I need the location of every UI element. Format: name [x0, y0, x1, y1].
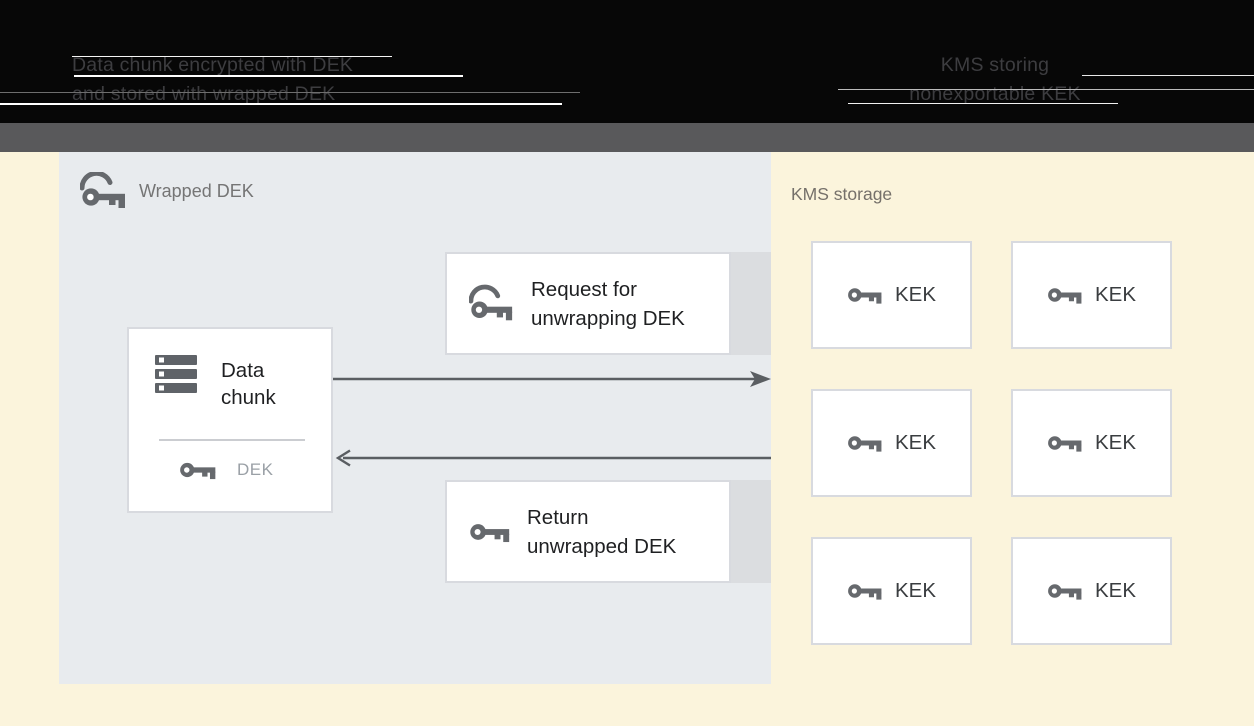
key-icon	[848, 288, 882, 304]
kek-box: KEK	[1011, 241, 1172, 349]
kms-storage-title: KMS storage	[791, 184, 893, 204]
header-caption-right-line1: KMS storing	[940, 54, 1050, 76]
divider-bar	[0, 123, 1254, 152]
request-label-line2: unwrapping DEK	[531, 306, 685, 330]
data-chunk-label-line1: Data	[221, 359, 265, 382]
key-icon	[848, 584, 882, 600]
request-unwrap-label: Request for unwrapping DEK	[531, 275, 685, 333]
header-caption-left: Data chunk encrypted with DEK and stored…	[72, 51, 353, 109]
kek-box: KEK	[1011, 537, 1172, 645]
diagram-body: Wrapped DEK Data chunk	[0, 152, 1254, 726]
kek-label: KEK	[894, 283, 937, 306]
kek-label: KEK	[1094, 431, 1137, 454]
header-caption-left-line2: and stored with wrapped DEK	[72, 83, 336, 105]
key-icon	[1048, 288, 1082, 304]
kek-box: KEK	[1011, 389, 1172, 497]
data-chunk-label: Data chunk	[221, 355, 276, 411]
glitch-line	[838, 89, 1254, 90]
dek-row: DEK	[179, 457, 273, 483]
kek-label: KEK	[894, 431, 937, 454]
request-label-line1: Request for	[531, 277, 637, 301]
request-box-edge-strip	[731, 252, 771, 355]
wrapped-key-icon	[80, 172, 128, 210]
kek-label: KEK	[1094, 579, 1137, 602]
kek-box: KEK	[811, 537, 972, 645]
glitch-line	[74, 75, 463, 77]
key-icon	[848, 436, 882, 452]
data-chunk-box: Data chunk DEK	[127, 327, 333, 513]
header-caption-right: KMS storing nonexportable KEK	[865, 51, 1125, 109]
wrapped-dek-panel: Wrapped DEK Data chunk	[59, 152, 771, 684]
header-caption-right-line2: nonexportable KEK	[909, 83, 1081, 105]
data-chunk-label-line2: chunk	[221, 386, 276, 409]
wrapped-dek-title: Wrapped DEK	[139, 180, 254, 201]
kek-label: KEK	[894, 579, 937, 602]
data-chunk-row: Data chunk	[155, 355, 276, 411]
header-caption-left-line1: Data chunk encrypted with DEK	[72, 54, 354, 76]
key-icon	[1048, 436, 1082, 452]
data-chunk-icon	[155, 355, 197, 393]
kek-label: KEK	[1094, 283, 1137, 306]
glitch-line	[1082, 75, 1254, 76]
kek-box: KEK	[811, 241, 972, 349]
glitch-line	[848, 103, 1118, 104]
request-arrow-right-icon	[333, 371, 771, 387]
request-unwrap-box: Request for unwrapping DEK	[445, 252, 731, 355]
dek-label: DEK	[237, 460, 274, 479]
key-icon	[180, 462, 216, 480]
data-chunk-divider	[159, 439, 305, 441]
return-label-line1: Return	[527, 505, 589, 529]
return-unwrapped-box: Return unwrapped DEK	[445, 480, 731, 583]
return-box-edge-strip	[731, 480, 771, 583]
return-label-line2: unwrapped DEK	[527, 534, 677, 558]
wrapped-key-icon	[469, 283, 515, 325]
glitch-line	[72, 56, 392, 57]
key-icon	[470, 523, 510, 542]
return-unwrapped-label: Return unwrapped DEK	[527, 503, 676, 561]
glitch-line	[0, 92, 580, 93]
header-strip: Data chunk encrypted with DEK and stored…	[0, 0, 1254, 123]
return-arrow-left-icon	[335, 449, 771, 467]
wrapped-dek-header: Wrapped DEK	[80, 172, 254, 210]
kek-box: KEK	[811, 389, 972, 497]
glitch-line	[0, 103, 562, 105]
key-icon	[1048, 584, 1082, 600]
